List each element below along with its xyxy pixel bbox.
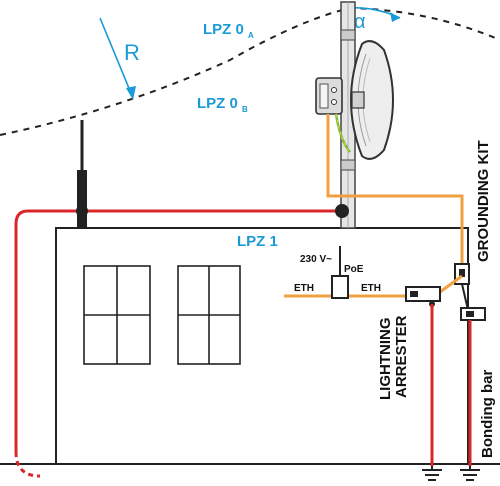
lightning-arrester [405, 286, 441, 307]
bonding-bar [460, 307, 486, 321]
zone-0b-label: LPZ 0 [197, 95, 238, 112]
earth-symbol-right [460, 466, 480, 481]
grounding-kit-label: GROUNDING KIT [475, 140, 492, 262]
arrester-label-line1: LIGHTNING [377, 318, 394, 401]
dish-antenna [350, 40, 394, 160]
radio-unit [315, 77, 343, 115]
junction-mast [335, 204, 349, 218]
earth-symbol-arrester [422, 466, 442, 481]
radius-label: R [124, 40, 140, 65]
grounding-kit-lead [461, 283, 469, 311]
poe-label: PoE [344, 264, 364, 275]
window-left [83, 265, 151, 365]
rolling-sphere-arc [0, 6, 500, 136]
ethernet-to-grounding-kit [439, 274, 463, 294]
angle-label: α [354, 11, 366, 33]
eth-left-label: ETH [294, 283, 314, 294]
window-right [177, 265, 241, 365]
radius-arrow [99, 17, 136, 100]
zone-1-label: LPZ 1 [237, 233, 278, 250]
down-conductor-left-dashed [14, 451, 41, 478]
zone-0a-subscript: A [248, 31, 254, 40]
zone-0b-subscript: B [242, 105, 248, 114]
protection-angle-arrowhead [390, 12, 400, 22]
junction-air-terminal [76, 205, 88, 217]
bonding-bar-label: Bonding bar [479, 370, 496, 458]
voltage-label: 230 V~ [300, 254, 332, 265]
eth-right-label: ETH [361, 283, 381, 294]
poe-injector [331, 275, 349, 299]
ethernet-cable-outdoor [326, 114, 464, 268]
arrester-label-line2: ARRESTER [393, 315, 410, 398]
zone-0a-label: LPZ 0 [203, 21, 244, 38]
antenna-ground-wire-stripe [335, 113, 351, 153]
down-conductor-left [14, 209, 342, 452]
